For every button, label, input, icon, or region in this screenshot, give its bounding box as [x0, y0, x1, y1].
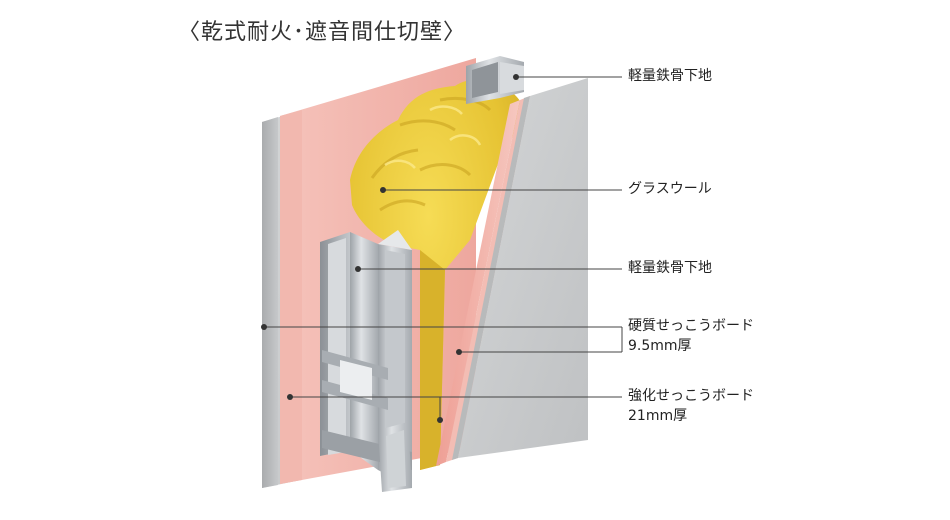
- leader-dot-steel-mid: [355, 266, 361, 272]
- label-steel-frame-top: 軽量鉄骨下地: [628, 68, 712, 84]
- label-hard-board-name: 硬質せっこうボード: [628, 318, 754, 334]
- leader-dot-hard-board-front: [456, 349, 462, 355]
- label-reinforced-board-thickness: 21mm厚: [628, 408, 688, 424]
- leader-dot-steel-top: [513, 74, 519, 80]
- label-steel-frame-mid: 軽量鉄骨下地: [628, 260, 712, 276]
- top-steel-runner: [466, 56, 524, 104]
- label-reinforced-board-name: 強化せっこうボード: [628, 388, 754, 404]
- leader-dot-reinforced-board-front: [437, 417, 443, 423]
- label-hard-board-thickness: 9.5mm厚: [628, 338, 692, 354]
- front-hard-board-layer: [452, 78, 588, 460]
- steel-stud: [320, 230, 412, 492]
- diagram-title: 〈乾式耐火･遮音間仕切壁〉: [178, 20, 467, 45]
- leader-dots: [261, 74, 519, 423]
- leader-dot-glass-wool: [380, 187, 386, 193]
- leader-lines: [264, 76, 623, 420]
- glass-wool-layer: [350, 79, 525, 471]
- label-glass-wool: グラスウール: [628, 181, 712, 197]
- leader-dot-reinforced-board-back: [287, 394, 293, 400]
- leader-dot-hard-board-back: [261, 324, 267, 330]
